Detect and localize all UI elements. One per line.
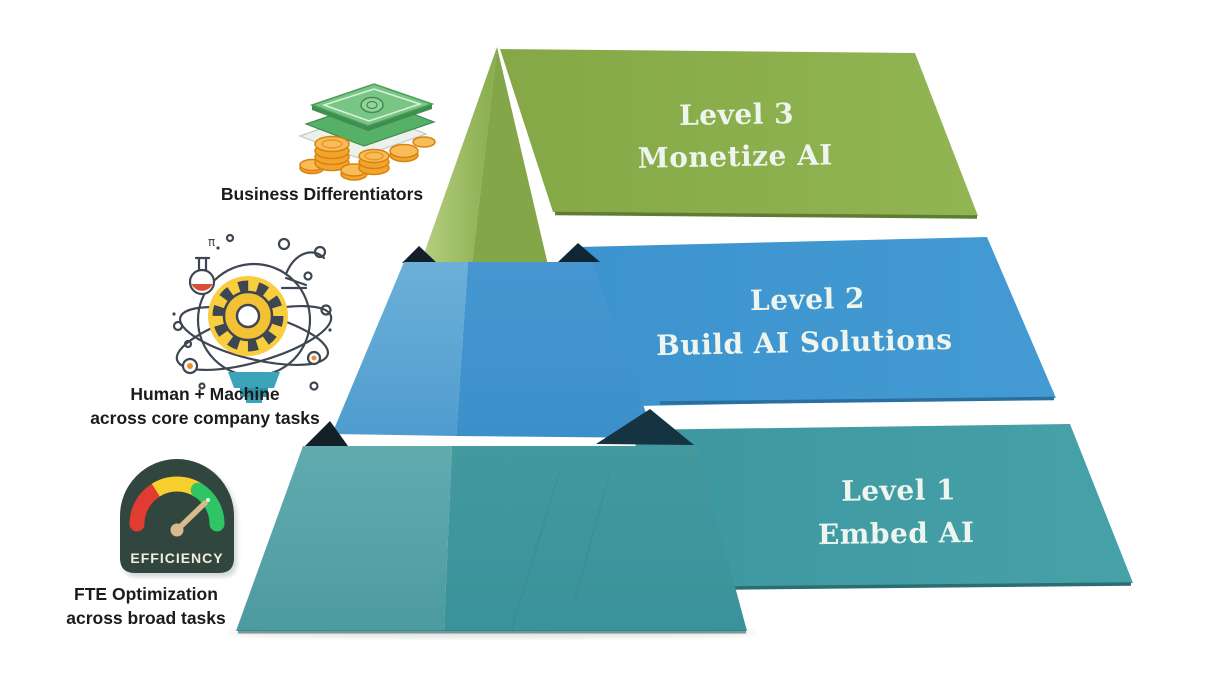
level-1-front-face-streaks	[511, 469, 611, 629]
level-2-caption: Build AI Solutions	[656, 323, 953, 362]
flask-icon	[188, 256, 216, 296]
level-2-shadow-wedge-right	[558, 243, 600, 262]
bulb-base	[228, 372, 280, 403]
annotation-line: across broad tasks	[66, 607, 226, 628]
level-1-label: Level 1 Embed AI	[818, 473, 975, 551]
annotation-fte-optimization: FTE Optimization across broad tasks	[26, 583, 266, 630]
level-1-front-face-left	[236, 446, 452, 631]
gauge-arc	[129, 476, 225, 532]
level-3-front-face	[420, 47, 497, 265]
gear-icon	[212, 280, 284, 352]
level-3-band-bottom-edge	[554, 211, 978, 219]
microscope-sketch-icon	[280, 245, 327, 290]
level-2-shadow-wedge-left	[402, 246, 437, 263]
level-2-name: Level 2	[750, 282, 866, 317]
level-3-label: Level 3 Monetize AI	[637, 97, 833, 175]
level-1-band-bottom-edge	[729, 582, 1132, 590]
annotation-business-differentiators: Business Differentiators	[202, 183, 442, 207]
level-2-front-face-left	[332, 262, 468, 436]
electron-dots	[172, 233, 332, 391]
annotation-line: Human + Machine	[130, 384, 280, 404]
gauge-label: EFFICIENCY	[130, 550, 223, 566]
level-3-band	[500, 49, 978, 216]
level-1-shadow-wedge-left	[305, 421, 348, 446]
level-2-band	[578, 237, 1056, 406]
annotation-line: across core company tasks	[90, 407, 320, 428]
level-1-name: Level 1	[841, 473, 956, 508]
gauge-highlight-dot	[206, 498, 210, 502]
level-1-front-face-right	[444, 446, 747, 631]
annotation-line: FTE Optimization	[74, 584, 218, 604]
level-1-shadow-wedge-right	[596, 409, 694, 445]
level-2-label: Level 2 Build AI Solutions	[656, 282, 953, 362]
pi-symbol: π	[208, 235, 215, 249]
annotation-line: Business Differentiators	[220, 184, 424, 204]
level-2-band-bottom-edge	[659, 396, 1055, 405]
gauge-needle	[170, 500, 208, 537]
level-3-caption: Monetize AI	[637, 138, 833, 174]
level-3-name: Level 3	[679, 97, 795, 132]
level-1-caption: Embed AI	[818, 516, 975, 551]
money-stack-coins-icon	[298, 83, 436, 181]
human-machine-science-icon: π	[172, 233, 333, 403]
level-3-front-face-right	[472, 47, 548, 265]
coin-pile	[299, 135, 436, 181]
efficiency-gauge-icon: EFFICIENCY	[120, 459, 237, 577]
annotation-human-machine: Human + Machine across core company task…	[60, 383, 350, 430]
level-1-band	[630, 424, 1133, 590]
level-2-front-face-right	[456, 262, 655, 438]
